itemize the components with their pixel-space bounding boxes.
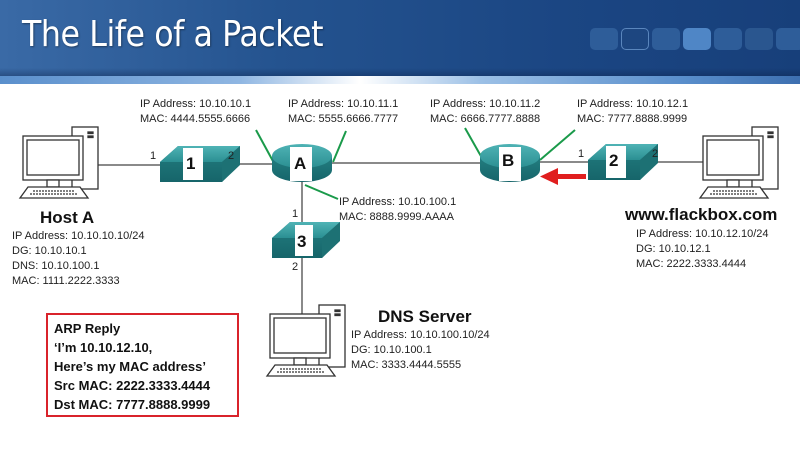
host-a-details: IP Address: 10.10.10.10/24 DG: 10.10.10.… — [12, 229, 145, 289]
nav-square — [652, 28, 680, 50]
router-b-label: B — [502, 151, 515, 170]
mac-address: MAC: 6666.7777.8888 — [430, 113, 541, 125]
flackbox-details: IP Address: 10.10.12.10/24 DG: 10.10.12.… — [636, 227, 769, 272]
flackbox-mac: MAC: 2222.3333.4444 — [636, 258, 747, 270]
switch-2-port-2: 2 — [652, 148, 659, 160]
switch-1-icon — [160, 146, 240, 182]
switch-2-icon — [588, 144, 658, 180]
switch-1-label: 1 — [186, 154, 196, 173]
arp-reply-dst-mac: Dst MAC: 7777.8888.9999 — [54, 397, 211, 412]
router-b-right-interface: IP Address: 10.10.12.1 MAC: 7777.8888.99… — [577, 97, 688, 127]
host-a-dg: DG: 10.10.10.1 — [12, 245, 87, 257]
nav-square — [714, 28, 742, 50]
host-a-mac: MAC: 1111.2222.3333 — [12, 275, 120, 287]
callout-a-bottom — [304, 184, 339, 200]
ip-address: IP Address: 10.10.11.1 — [288, 98, 399, 110]
callout-b-left — [464, 127, 483, 159]
ip-address: IP Address: 10.10.11.2 — [430, 98, 541, 110]
slide-title: The Life of a Packet — [22, 14, 324, 55]
nav-square — [745, 28, 773, 50]
switch-3-label: 3 — [297, 232, 307, 251]
nav-square — [590, 28, 618, 50]
dns-server-ip: IP Address: 10.10.100.10/24 — [351, 329, 490, 341]
router-a-bottom-interface: IP Address: 10.10.100.1 MAC: 8888.9999.A… — [339, 195, 456, 225]
dns-server-mac: MAC: 3333.4444.5555 — [351, 359, 462, 371]
nav-squares — [590, 28, 800, 50]
mac-address: MAC: 4444.5555.6666 — [140, 113, 251, 125]
host-a-ip: IP Address: 10.10.10.10/24 — [12, 230, 145, 242]
callout-a-right — [332, 130, 347, 163]
router-a-left-interface: IP Address: 10.10.10.1 MAC: 4444.5555.66… — [140, 97, 251, 127]
switch-3-icon — [272, 222, 340, 258]
switch-2-port-1: 1 — [578, 148, 585, 160]
callout-lines — [255, 127, 576, 200]
flackbox-name: www.flackbox.com — [625, 205, 778, 224]
dns-server-name: DNS Server — [378, 307, 472, 326]
links — [98, 161, 705, 318]
mac-address: MAC: 8888.9999.AAAA — [339, 211, 454, 223]
dns-server-computer-icon — [265, 304, 346, 377]
nav-square — [776, 28, 800, 50]
router-a-label: A — [294, 154, 307, 173]
nav-square-active — [683, 28, 711, 50]
nav-square — [621, 28, 649, 50]
callout-a-left — [255, 129, 275, 164]
mac-address: MAC: 7777.8888.9999 — [577, 113, 688, 125]
flackbox-ip: IP Address: 10.10.12.10/24 — [636, 228, 769, 240]
switch-2-label: 2 — [609, 151, 619, 170]
router-a-icon — [272, 144, 332, 182]
banner-shine — [0, 76, 800, 84]
host-a-name: Host A — [40, 208, 95, 227]
arp-reply-box: ARP Reply ‘I’m 10.10.12.10, Here’s my MA… — [46, 313, 239, 417]
switch-3-port-1: 1 — [292, 208, 299, 220]
banner-shade — [0, 68, 800, 76]
ip-address: IP Address: 10.10.10.1 — [140, 98, 252, 110]
switch-3-port-2: 2 — [292, 261, 299, 273]
switch-1-port-2: 2 — [228, 150, 235, 162]
dns-server-details: IP Address: 10.10.100.10/24 DG: 10.10.10… — [351, 328, 490, 373]
arp-reply-src-mac: Src MAC: 2222.3333.4444 — [54, 378, 211, 393]
arp-reply-message-1: ‘I’m 10.10.12.10, — [54, 340, 153, 355]
arp-reply-title: ARP Reply — [54, 321, 121, 336]
flackbox-dg: DG: 10.10.12.1 — [636, 243, 711, 255]
packet-direction-arrow-icon — [540, 168, 586, 185]
mac-address: MAC: 5555.6666.7777 — [288, 113, 399, 125]
router-b-icon — [480, 144, 540, 182]
flackbox-computer-icon — [698, 126, 779, 199]
router-a-right-interface: IP Address: 10.10.11.1 MAC: 5555.6666.77… — [288, 97, 398, 127]
ip-address: IP Address: 10.10.100.1 — [339, 196, 457, 208]
router-b-left-interface: IP Address: 10.10.11.2 MAC: 6666.7777.88… — [430, 97, 540, 127]
dns-server-dg: DG: 10.10.100.1 — [351, 344, 432, 356]
callout-b-right — [539, 129, 576, 161]
switch-1-port-1: 1 — [150, 150, 157, 162]
ip-address: IP Address: 10.10.12.1 — [577, 98, 689, 110]
host-a-dns: DNS: 10.10.100.1 — [12, 260, 100, 272]
host-a-computer-icon — [18, 126, 99, 199]
arp-reply-message-2: Here’s my MAC address’ — [54, 359, 206, 374]
